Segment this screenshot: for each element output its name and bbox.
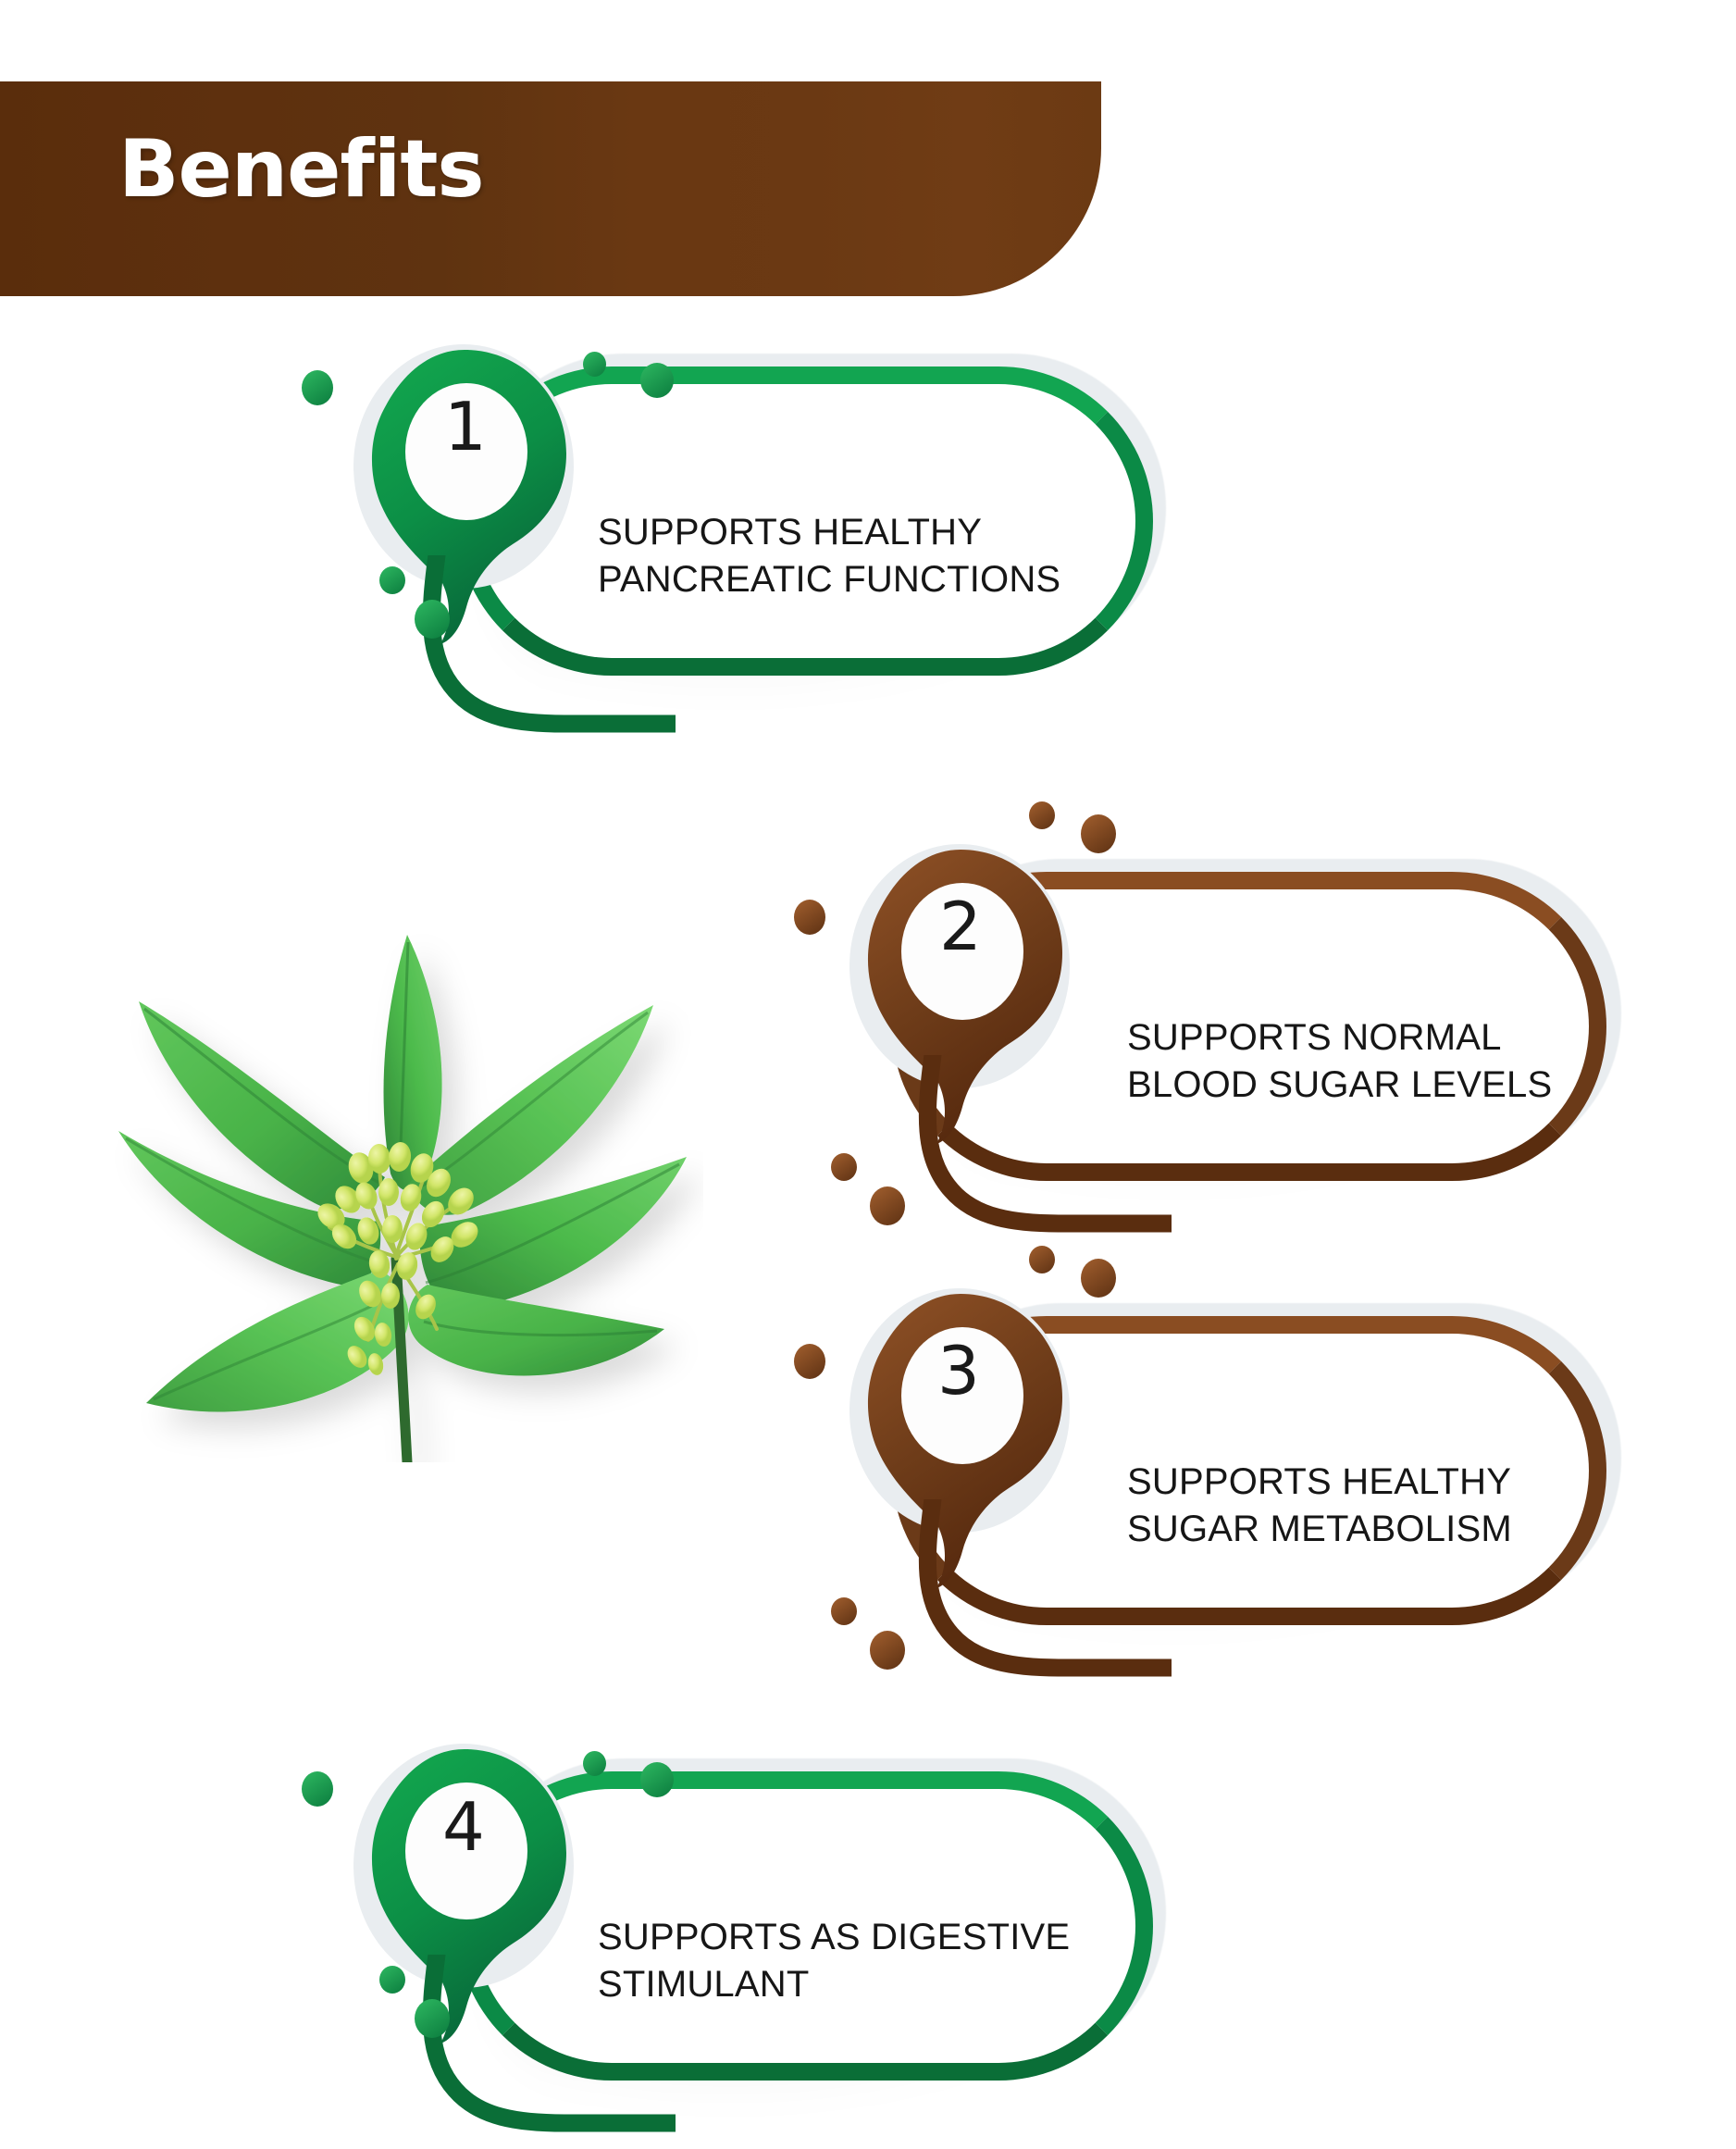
benefit-number-2: 2	[939, 888, 982, 965]
decor-dot	[870, 1186, 905, 1225]
badge-pin-3	[859, 1294, 1081, 1590]
decor-dot	[302, 1771, 333, 1807]
badge-pin-4	[363, 1749, 585, 2045]
decor-dot	[1081, 1259, 1116, 1298]
decor-dot	[1029, 1246, 1055, 1273]
badge-pin-1	[363, 350, 585, 646]
decor-dot	[379, 566, 405, 594]
plant-illustration	[102, 925, 703, 1462]
decor-dot	[583, 1751, 606, 1776]
pill-1	[457, 366, 1153, 676]
header-banner	[0, 81, 1101, 296]
benefit-text-2: SUPPORTS NORMAL BLOOD SUGAR LEVELS	[1127, 1017, 1553, 1106]
benefit-text-1: SUPPORTS HEALTHY PANCREATIC FUNCTIONS	[598, 512, 1061, 601]
decor-dot	[831, 1153, 857, 1181]
badge-tail-3	[866, 1499, 1172, 1694]
benefit-text-4: SUPPORTS AS DIGESTIVE STIMULANT	[598, 1917, 1071, 2006]
page-title: Benefits	[118, 123, 485, 216]
badge-pin-2	[859, 850, 1081, 1146]
decor-dot	[640, 363, 674, 398]
decor-dot	[640, 1762, 674, 1797]
decor-dot	[379, 1966, 405, 1994]
benefit-text-3: SUPPORTS HEALTHY SUGAR METABOLISM	[1127, 1461, 1512, 1550]
decor-dot	[1081, 814, 1116, 853]
benefit-number-3: 3	[937, 1332, 980, 1410]
plant-group	[118, 935, 687, 1462]
decor-dot	[831, 1597, 857, 1625]
benefit-number-4: 4	[442, 1788, 485, 1866]
decor-dot	[583, 352, 606, 377]
benefit-number-1: 1	[444, 388, 487, 466]
decor-dot	[415, 1999, 450, 2038]
badge-tail-2	[866, 1055, 1172, 1249]
decor-dot	[302, 370, 333, 405]
decor-dot	[794, 1344, 825, 1379]
plant-svg	[118, 935, 687, 1462]
decor-dot	[870, 1631, 905, 1670]
decor-dot	[1029, 801, 1055, 829]
decor-dot	[415, 600, 450, 639]
decor-dot	[794, 900, 825, 935]
